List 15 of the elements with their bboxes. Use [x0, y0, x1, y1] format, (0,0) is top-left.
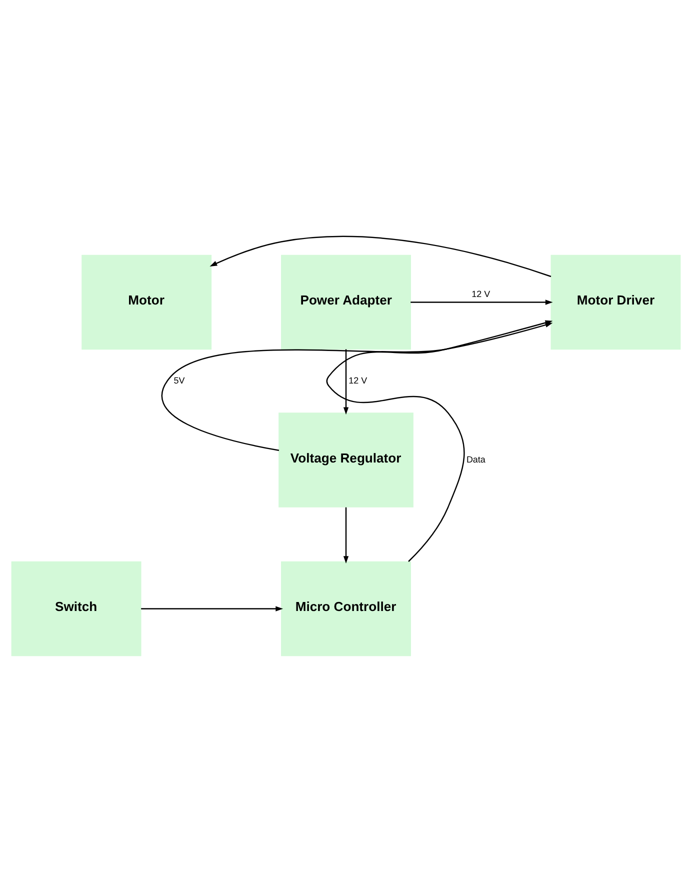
edge-label: 5V — [174, 374, 185, 385]
arrow — [141, 606, 284, 611]
node-box: Voltage Regulator — [278, 412, 414, 507]
node-box: Power Adapter — [281, 254, 411, 350]
node-box: Switch — [11, 560, 142, 656]
edge-label: 12 V — [348, 374, 368, 385]
arrow — [410, 299, 553, 304]
edge-label: Data — [466, 454, 486, 464]
arrow — [343, 506, 349, 564]
edge-label: 12 V — [472, 288, 490, 299]
arrow — [210, 235, 552, 277]
arrow — [343, 348, 349, 414]
node-box: Motor Driver — [550, 254, 681, 350]
node-box: Micro Controller — [281, 560, 411, 656]
node-box: Motor — [82, 254, 212, 350]
